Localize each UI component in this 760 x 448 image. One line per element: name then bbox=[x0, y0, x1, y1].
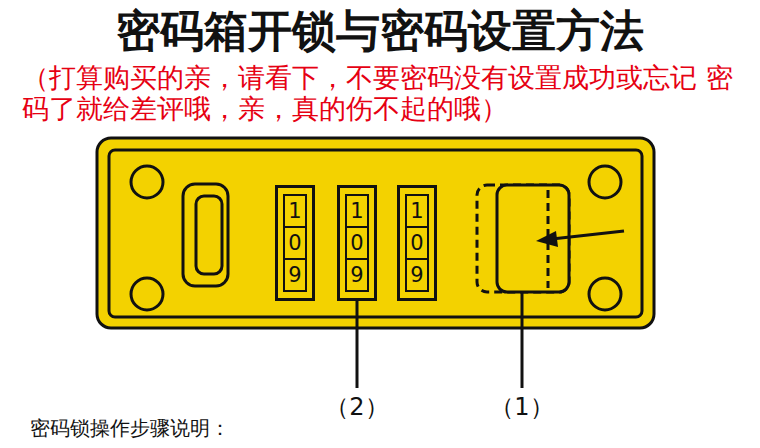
push-arrowhead bbox=[536, 231, 558, 247]
leader-line bbox=[521, 292, 524, 388]
wheel-digit: 1 bbox=[283, 194, 307, 228]
latch-slot bbox=[183, 184, 228, 286]
warning-note: （打算购买的亲，请看下，不要密码没有设置成功或忘记 密码了就给差评哦，亲，真的伤… bbox=[22, 62, 744, 124]
title: 密码箱开锁与密码设置方法 bbox=[0, 4, 760, 58]
housing-inner-border bbox=[109, 150, 642, 317]
digit-wheel: 109 bbox=[337, 185, 377, 301]
screw-hole bbox=[589, 166, 621, 198]
callout-number: （2） bbox=[325, 392, 388, 422]
digit-wheel: 109 bbox=[397, 185, 437, 301]
lock-housing bbox=[97, 138, 654, 328]
digit-wheel: 109 bbox=[275, 185, 315, 301]
wheel-digit: 0 bbox=[405, 226, 429, 260]
wheel-digit: 9 bbox=[283, 258, 307, 292]
wheel-digit: 1 bbox=[345, 194, 369, 228]
push-arrow bbox=[552, 231, 624, 239]
screw-hole bbox=[589, 278, 621, 310]
wheel-digit: 9 bbox=[405, 258, 429, 292]
callout-number: （1） bbox=[490, 392, 553, 422]
latch-slot-inner bbox=[196, 196, 222, 274]
wheel-digit: 1 bbox=[405, 194, 429, 228]
button-travel-outline bbox=[477, 185, 569, 292]
screw-hole bbox=[131, 166, 163, 198]
wheel-digit: 0 bbox=[283, 226, 307, 260]
wheel-digit: 0 bbox=[345, 226, 369, 260]
screw-hole bbox=[131, 278, 163, 310]
wheel-digit: 9 bbox=[345, 258, 369, 292]
instruction-heading: 密码锁操作步骤说明： bbox=[30, 414, 230, 442]
leader-line bbox=[356, 292, 359, 388]
